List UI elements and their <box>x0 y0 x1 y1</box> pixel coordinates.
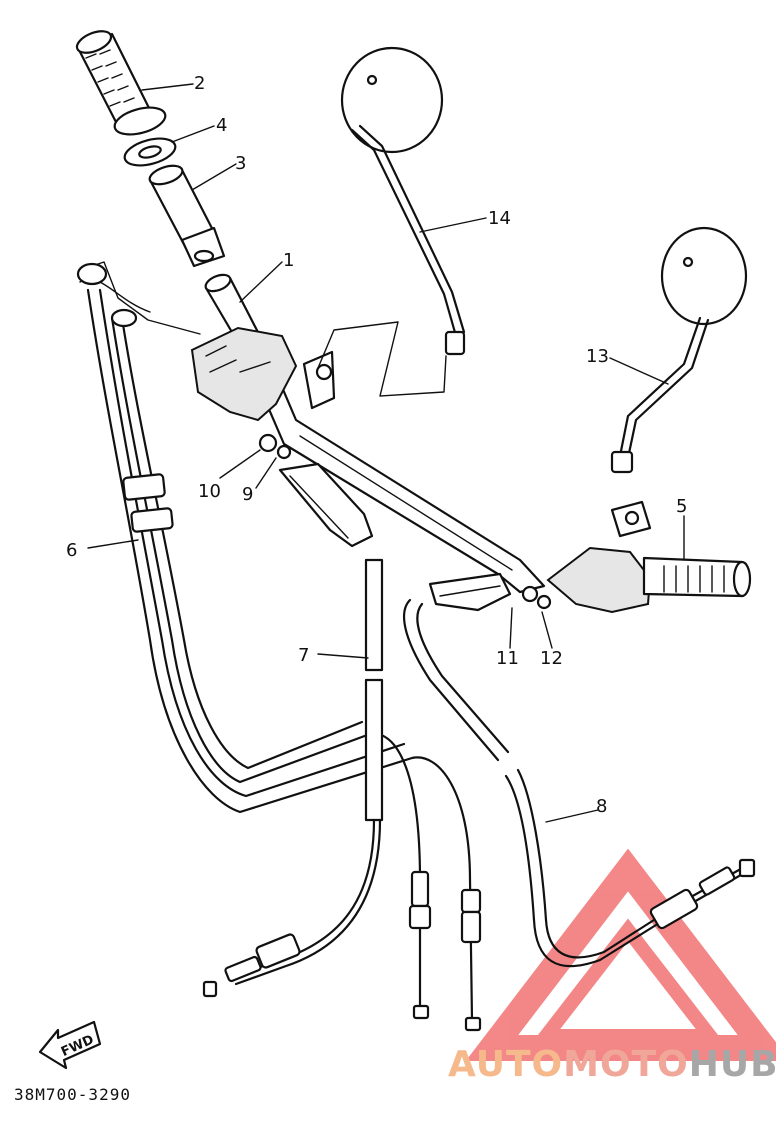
callout-9: 9 <box>242 484 253 505</box>
left-grip <box>75 30 167 136</box>
right-mirror <box>610 226 748 474</box>
callout-13: 13 <box>586 346 609 367</box>
left-switch-housing <box>190 326 336 422</box>
brake-lever <box>428 572 552 612</box>
callout-5: 5 <box>676 496 687 517</box>
callout-3: 3 <box>235 153 246 174</box>
cable-end-fittings <box>408 870 482 1032</box>
leader-lines <box>87 83 685 823</box>
callout-12: 12 <box>540 648 563 669</box>
watermark-moto: MOTO <box>563 1044 689 1085</box>
clutch-lever <box>258 433 374 548</box>
drawing-code: 38M700-3290 <box>14 1085 131 1104</box>
callout-14: 14 <box>488 208 511 229</box>
mirror-mount-guide <box>317 321 447 397</box>
watermark-triangle <box>465 848 776 1061</box>
callout-8: 8 <box>596 796 607 817</box>
right-switch-housing <box>546 500 652 614</box>
callout-10: 10 <box>198 481 221 502</box>
right-grip <box>642 556 752 598</box>
fwd-arrow-icon: FWD <box>38 1020 102 1070</box>
brake-cable <box>403 598 756 968</box>
washer <box>123 137 177 167</box>
left-mirror <box>340 46 466 356</box>
callout-7: 7 <box>298 645 309 666</box>
watermark-hub: HUB <box>689 1044 776 1085</box>
clutch-cable <box>202 558 384 998</box>
callout-2: 2 <box>194 73 205 94</box>
throttle-cables <box>76 261 472 882</box>
callout-6: 6 <box>66 540 77 561</box>
callout-11: 11 <box>496 648 519 669</box>
handlebar <box>204 273 546 594</box>
watermark-auto: AUTO <box>448 1044 563 1085</box>
callout-4: 4 <box>216 115 227 136</box>
callout-1: 1 <box>283 250 294 271</box>
throttle-tube <box>148 164 226 268</box>
watermark-text: AUTOMOTOHUB <box>448 1044 776 1085</box>
